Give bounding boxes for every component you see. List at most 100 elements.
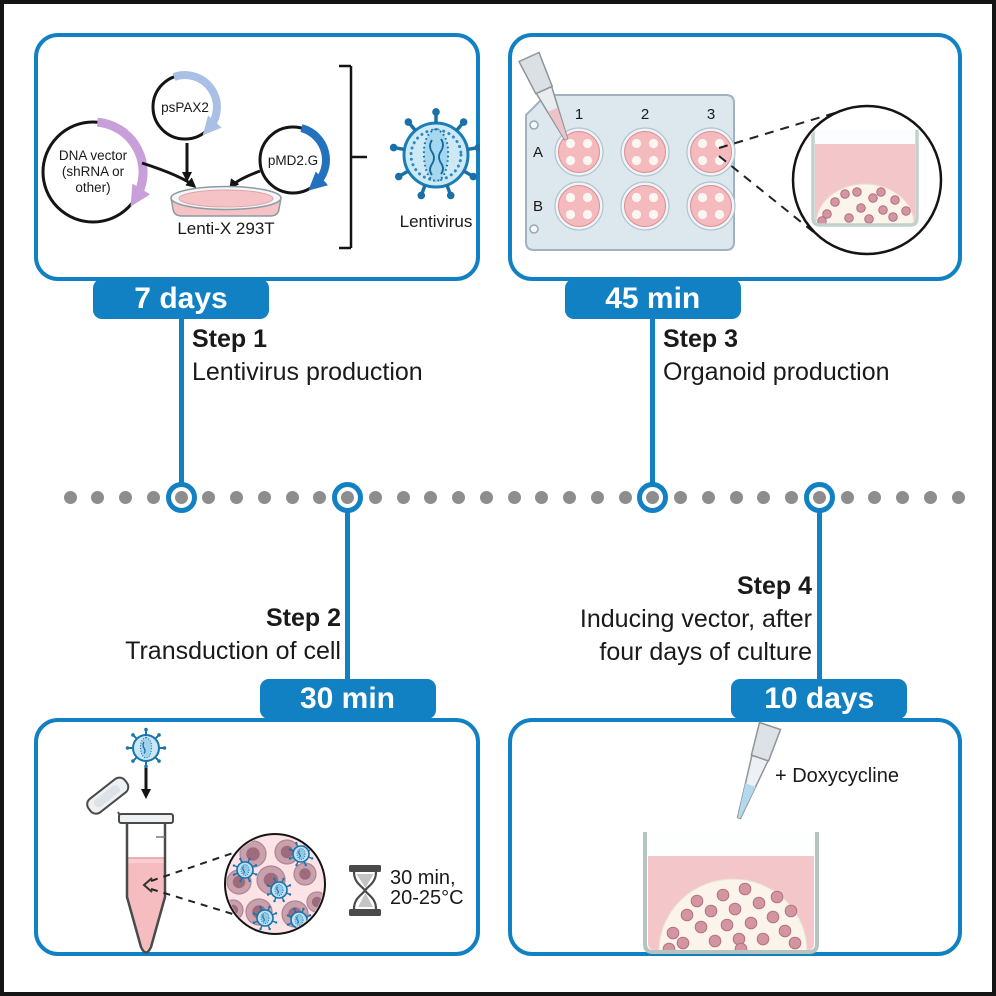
organoid bbox=[840, 189, 850, 199]
organoid bbox=[766, 910, 780, 924]
organoid bbox=[770, 890, 784, 904]
organoid bbox=[694, 920, 708, 934]
pipette-icon bbox=[517, 51, 569, 141]
organoid bbox=[704, 904, 718, 918]
arrow-pmd2g-to-dish bbox=[229, 169, 261, 190]
timeline-dot bbox=[368, 490, 382, 504]
organoid bbox=[690, 894, 704, 908]
virus-spike bbox=[252, 865, 256, 868]
virus-spike bbox=[281, 879, 284, 883]
plate-column-label-1: 1 bbox=[575, 106, 583, 123]
plasmid-icon-pspax2: psPAX2 bbox=[151, 71, 222, 141]
virus-icon bbox=[125, 727, 167, 769]
step4-description-line1: Inducing vector, after bbox=[579, 605, 812, 633]
virus-spike-tip bbox=[417, 191, 426, 200]
plasmid-icon-dna-vector: DNA vector (shRNA or other) bbox=[41, 117, 151, 224]
well-spot bbox=[648, 155, 659, 166]
well-spot bbox=[631, 209, 642, 220]
virus-spike-tip bbox=[288, 884, 292, 887]
virus-spike bbox=[290, 849, 294, 852]
duration-badge-step4: 10 days bbox=[731, 679, 908, 719]
virus-icon bbox=[288, 841, 314, 867]
timeline-dot bbox=[202, 490, 216, 504]
organoids-group bbox=[662, 882, 802, 950]
tube-rim bbox=[118, 813, 174, 824]
duration-badge-step2: 30 min bbox=[259, 679, 436, 719]
plate-column-label-3: 3 bbox=[707, 106, 715, 123]
timeline-dot bbox=[757, 490, 771, 504]
virus-spike bbox=[445, 184, 452, 194]
virus-spike-tip bbox=[144, 727, 148, 732]
well-spot bbox=[697, 155, 708, 166]
virus-spike-tip bbox=[268, 905, 271, 909]
well-spot bbox=[697, 138, 708, 149]
well-spot bbox=[714, 192, 725, 203]
culture-vessel-icon bbox=[643, 832, 819, 954]
pspax2-label: psPAX2 bbox=[161, 100, 209, 115]
organoid bbox=[784, 904, 798, 918]
organoid bbox=[844, 213, 854, 223]
virus-spike bbox=[462, 169, 472, 177]
virus-spike bbox=[294, 909, 297, 913]
pmd2g-label: pMD2.G bbox=[268, 153, 318, 168]
wells-group bbox=[554, 127, 736, 231]
well-spot bbox=[565, 155, 576, 166]
virus-spike bbox=[267, 925, 270, 929]
virus-spike bbox=[288, 922, 292, 925]
well-spot bbox=[565, 138, 576, 149]
virus-spike-tip bbox=[266, 893, 270, 896]
virus-spike bbox=[274, 879, 277, 883]
virus-spike-tip bbox=[274, 912, 278, 915]
virus-spike bbox=[455, 123, 464, 132]
virus-spike-tip bbox=[302, 907, 305, 911]
virus-spike-tip bbox=[252, 912, 256, 915]
plate-row-label-a: A bbox=[533, 144, 543, 161]
well bbox=[686, 127, 736, 177]
doxycycline-liquid bbox=[737, 783, 756, 819]
virus-spike-tip bbox=[293, 907, 296, 911]
virus-spike bbox=[247, 859, 250, 863]
virus-spike bbox=[288, 915, 292, 918]
organoid bbox=[666, 926, 680, 940]
virus-spike bbox=[281, 897, 284, 901]
timeline-dot bbox=[424, 490, 438, 504]
timeline-node bbox=[165, 481, 197, 513]
virus-spike bbox=[296, 843, 299, 847]
timeline-dot bbox=[896, 490, 909, 504]
timeline-dot bbox=[341, 490, 354, 504]
virus-spike-tip bbox=[295, 863, 298, 867]
step4-annotation: Step 4 Inducing vector, after four days … bbox=[580, 570, 812, 669]
well bbox=[620, 181, 670, 231]
step1-description: Lentivirus production bbox=[192, 358, 423, 386]
well-spot bbox=[582, 155, 593, 166]
virus-spike bbox=[303, 861, 306, 865]
bracket-icon bbox=[339, 64, 367, 250]
virus-spike bbox=[296, 861, 299, 865]
virus-spike-tip bbox=[157, 759, 161, 763]
virus-spike-tip bbox=[248, 857, 251, 861]
reagent-label: + Doxycycline bbox=[775, 765, 899, 787]
virus-spike-tip bbox=[389, 143, 398, 152]
organoid bbox=[901, 206, 911, 216]
virus-spike bbox=[247, 877, 250, 881]
virus-spike bbox=[306, 915, 310, 918]
timeline-dot bbox=[701, 490, 715, 504]
dna-vector-label-line3: other) bbox=[75, 180, 110, 195]
virus-spike-tip bbox=[259, 927, 262, 931]
step4-description-line2: four days of culture bbox=[599, 638, 812, 666]
dna-vector-label-line2: (shRNA or bbox=[62, 164, 125, 179]
virus-spike bbox=[286, 892, 290, 895]
well-spot bbox=[631, 192, 642, 203]
organoid bbox=[788, 936, 802, 950]
well-spot bbox=[582, 192, 593, 203]
plate-column-label-2: 2 bbox=[641, 106, 649, 123]
timeline-dot bbox=[868, 490, 882, 504]
well-spot bbox=[582, 209, 593, 220]
duration-badge-step3: 45 min bbox=[564, 279, 741, 319]
timeline-dot bbox=[174, 490, 188, 504]
virus-spike bbox=[154, 735, 159, 740]
step3-label: Step 3 bbox=[663, 325, 739, 353]
timeline-dot bbox=[452, 490, 465, 504]
transduction-illustration: 30 min, 20-25°C bbox=[86, 727, 464, 954]
tube-liquid bbox=[128, 858, 164, 951]
